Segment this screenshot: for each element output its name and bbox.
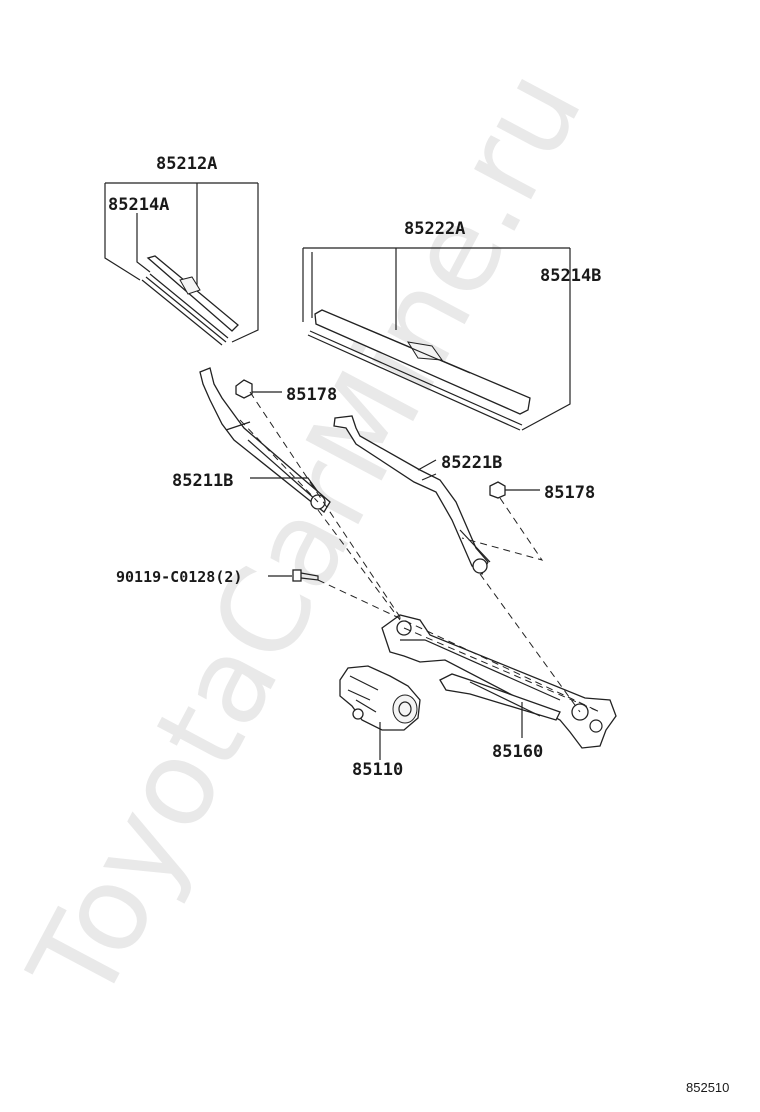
label-85178-left: 85178 [286,385,337,405]
nut-left[interactable] [235,379,253,399]
wiper-motor[interactable] [339,665,421,731]
label-85222A: 85222A [404,219,465,239]
label-85214B: 85214B [540,266,601,286]
label-85212A: 85212A [156,154,217,174]
left-blade-assembly[interactable] [104,182,259,346]
label-85221B: 85221B [441,453,502,473]
label-90119: 90119-C0128(2) [116,568,242,586]
label-85211B: 85211B [172,471,233,491]
wiper-linkage[interactable] [381,614,617,749]
assembly-guide-lines [239,391,601,713]
watermark-text: ToyotaCarMine.ru [2,48,608,1024]
leader-lines [250,391,540,760]
label-85160: 85160 [492,742,543,762]
label-85214A: 85214A [108,195,169,215]
label-85178-right: 85178 [544,483,595,503]
diagram-code: 852510 [686,1080,729,1095]
right-blade-assembly[interactable] [302,247,571,431]
bolt[interactable] [292,569,319,582]
right-wiper-arm[interactable] [333,415,491,576]
label-85110: 85110 [352,760,403,780]
nut-right[interactable] [489,481,506,499]
